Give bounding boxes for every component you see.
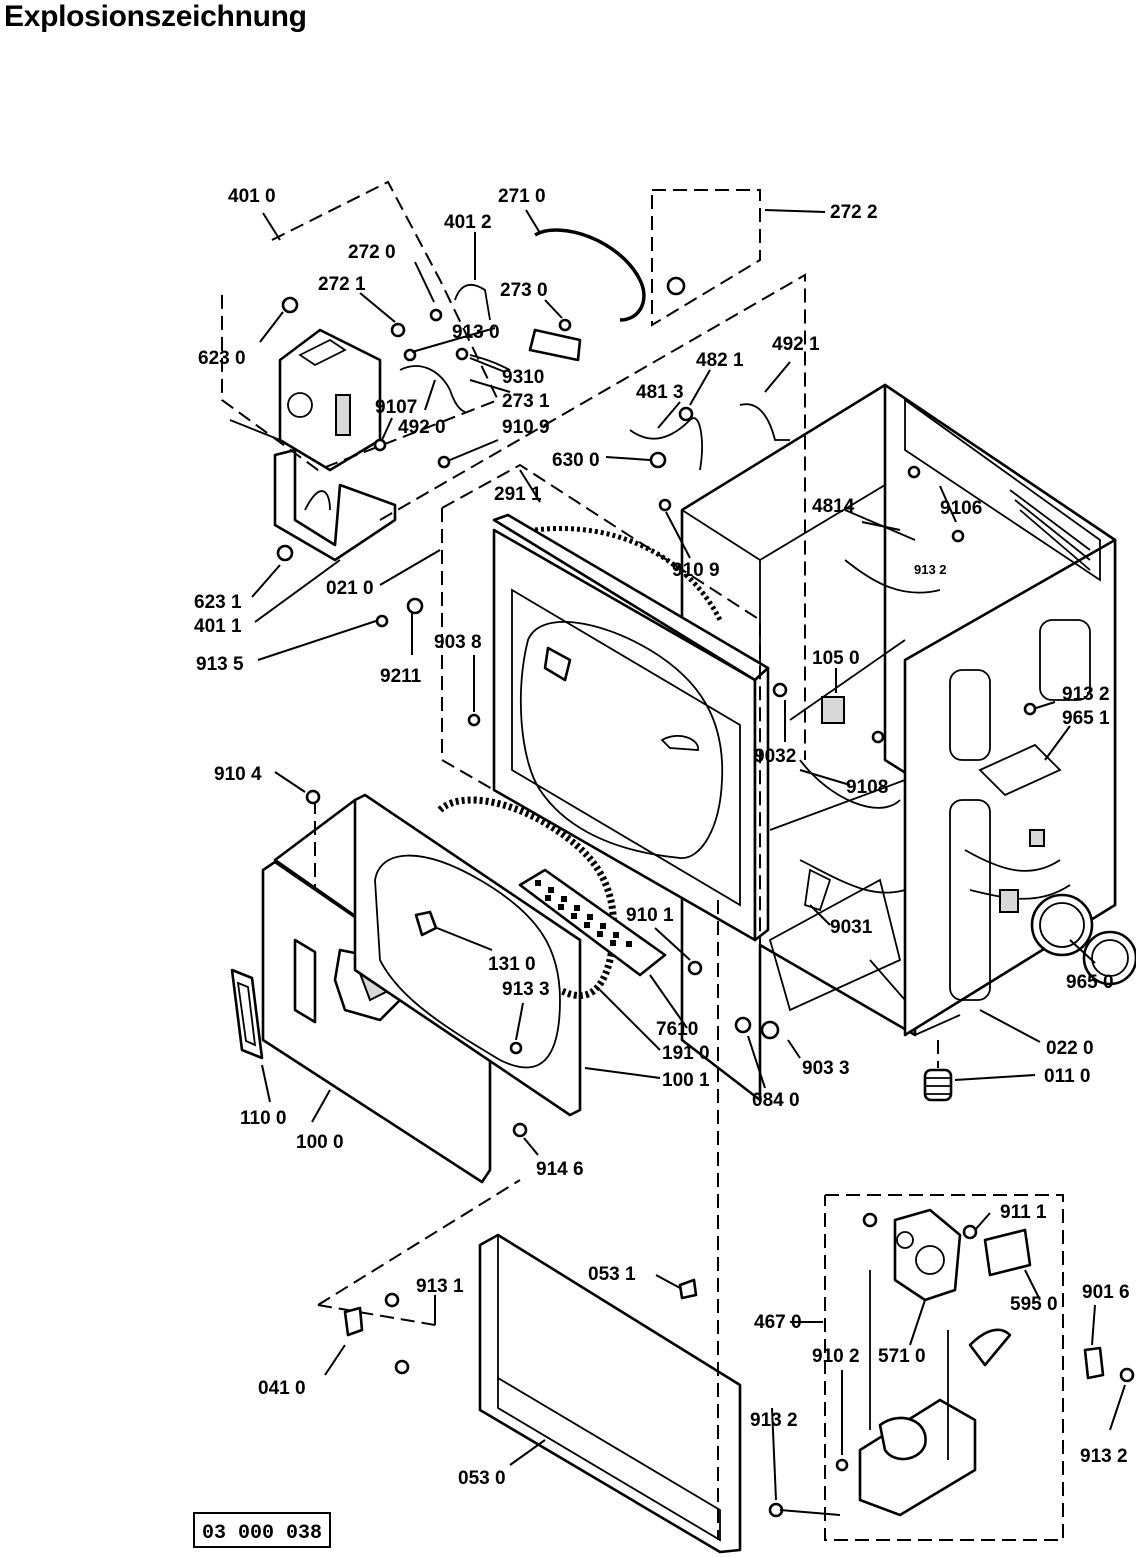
label-053-1: 053 1 [588, 1264, 636, 1285]
label-630-0: 630 0 [552, 450, 600, 471]
label-105-0: 105 0 [812, 648, 860, 669]
label-910-9b: 910 9 [672, 560, 720, 581]
label-9031: 9031 [830, 917, 873, 938]
label-7610: 7610 [656, 1019, 698, 1040]
label-084-0: 084 0 [752, 1090, 800, 1111]
label-910-2: 910 2 [812, 1346, 860, 1367]
door-seal [437, 796, 618, 999]
door-inner-panel [353, 793, 582, 1117]
blower-cover [1082, 930, 1136, 986]
front-bulkhead [492, 513, 770, 942]
label-272-2: 272 2 [830, 202, 878, 223]
label-131-0: 131 0 [488, 954, 536, 975]
label-053-0: 053 0 [458, 1468, 506, 1489]
label-272-1: 272 1 [318, 274, 366, 295]
door-latch [414, 910, 438, 937]
label-903-3: 903 3 [802, 1058, 850, 1079]
label-482-1: 482 1 [696, 350, 744, 371]
label-913-1: 913 1 [416, 1276, 464, 1297]
timer-knob-bracket [454, 283, 582, 362]
label-011-0: 011 0 [1044, 1066, 1091, 1087]
label-913-5: 913 5 [196, 654, 244, 675]
label-914-6: 914 6 [536, 1159, 584, 1180]
label-191-0: 191 0 [662, 1043, 710, 1064]
label-492-1: 492 1 [772, 334, 820, 355]
label-901-6: 901 6 [1082, 1282, 1130, 1303]
label-401-1: 401 1 [194, 616, 242, 637]
cabinet [680, 383, 1117, 1102]
part-labels: 401 0 271 0 272 2 401 2 272 0 272 1 273 … [194, 186, 1130, 1489]
label-291-1: 291 1 [494, 484, 542, 505]
screws [276, 276, 1135, 1518]
label-273-1: 273 1 [502, 391, 550, 412]
label-100-1: 100 1 [662, 1070, 710, 1091]
lint-filter [518, 868, 667, 977]
timer-bracket [273, 448, 397, 562]
label-913-2-small: 913 2 [914, 562, 947, 577]
label-623-1: 623 1 [194, 592, 242, 613]
door-handle [230, 968, 264, 1060]
label-467-0: 467 0 [754, 1312, 802, 1333]
leveling-foot [923, 1040, 953, 1102]
label-9211: 9211 [380, 666, 422, 687]
label-913-2a: 913 2 [1062, 684, 1110, 705]
label-9106: 9106 [940, 498, 982, 519]
drawing-number: 03 000 038 [202, 1522, 322, 1545]
label-913-3: 913 3 [502, 979, 550, 1000]
label-903-8: 903 8 [434, 632, 482, 653]
page-title: Explosionszeichnung [4, 0, 307, 33]
label-9032: 9032 [754, 746, 796, 767]
toe-panel [478, 1233, 742, 1554]
label-595-0: 595 0 [1010, 1294, 1058, 1315]
label-100-0: 100 0 [296, 1132, 344, 1153]
label-022-0: 022 0 [1046, 1038, 1094, 1059]
label-481-3: 481 3 [636, 382, 684, 403]
label-9107: 9107 [375, 397, 417, 418]
label-401-0: 401 0 [228, 186, 276, 207]
flame-sensor [1083, 1346, 1105, 1380]
panel-clip [678, 1278, 698, 1300]
label-911-1: 911 1 [1000, 1202, 1047, 1223]
door-hinge [343, 1306, 364, 1337]
label-4814: 4814 [812, 496, 855, 517]
label-571-0: 571 0 [878, 1346, 926, 1367]
label-965-1: 965 1 [1062, 708, 1110, 729]
label-401-2: 401 2 [444, 212, 492, 233]
label-9310: 9310 [502, 367, 544, 388]
label-021-0: 021 0 [326, 578, 374, 599]
dashed-outlines [221, 180, 806, 1540]
label-492-0: 492 0 [398, 417, 446, 438]
label-9108: 9108 [846, 777, 888, 798]
label-272-0: 272 0 [348, 242, 396, 263]
drawing-number-box: 03 000 038 [193, 1512, 331, 1548]
label-910-1: 910 1 [626, 905, 674, 926]
timer-wiring [399, 228, 646, 413]
gas-valve-assembly [824, 1194, 1064, 1541]
label-965-0: 965 0 [1066, 972, 1114, 993]
label-623-0: 623 0 [198, 348, 246, 369]
label-913-2c: 913 2 [1080, 1446, 1128, 1467]
label-110-0: 110 0 [240, 1108, 287, 1129]
label-913-0: 913 0 [452, 322, 500, 343]
label-271-0: 271 0 [498, 186, 546, 207]
leader-lines [251, 209, 1126, 1516]
label-913-2b: 913 2 [750, 1410, 798, 1431]
label-910-9a: 910 9 [502, 417, 550, 438]
label-273-0: 273 0 [500, 280, 548, 301]
label-041-0: 041 0 [258, 1378, 306, 1399]
label-910-4: 910 4 [214, 764, 262, 785]
timer-motor [229, 328, 382, 472]
